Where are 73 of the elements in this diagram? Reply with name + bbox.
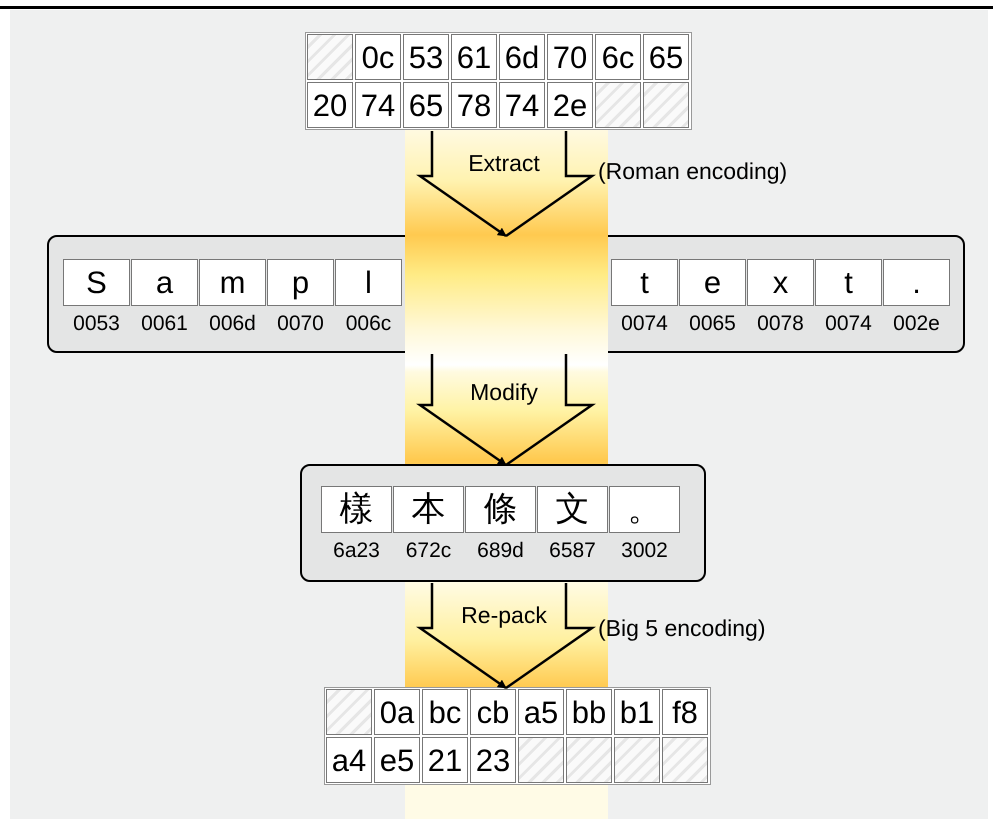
character: a: [156, 267, 174, 298]
code-point: 002e: [892, 313, 941, 334]
empty-cell: [595, 82, 641, 128]
byte-cell: b1: [614, 689, 660, 735]
byte-cell: 20: [307, 82, 353, 128]
text-box: [300, 464, 706, 582]
encoding-note: (Big 5 encoding): [598, 617, 766, 640]
code-point: 0074: [824, 313, 873, 334]
byte-cell: a5: [518, 689, 564, 735]
empty-cell: [614, 737, 660, 783]
byte-cell: 74: [499, 82, 545, 128]
empty-cell: [518, 737, 564, 783]
empty-cell: [662, 737, 708, 783]
character: 本: [412, 492, 446, 526]
encoding-note: (Roman encoding): [598, 160, 788, 183]
block-arrow: [416, 352, 596, 466]
byte-cell: 21: [422, 737, 468, 783]
byte-cell: e5: [374, 737, 420, 783]
code-point: 0065: [688, 313, 737, 334]
byte-cell: bb: [566, 689, 612, 735]
code-point: 3002: [620, 540, 669, 561]
character: 文: [556, 492, 590, 526]
edge-label: Re-pack: [461, 604, 547, 627]
byte-cell: bc: [422, 689, 468, 735]
character: l: [365, 267, 372, 298]
character: .: [912, 267, 921, 298]
character: 樣: [340, 492, 374, 526]
byte-cell: 0c: [355, 34, 401, 80]
block-arrow: [416, 130, 596, 238]
byte-cell: 65: [643, 34, 689, 80]
byte-cell: f8: [662, 689, 708, 735]
byte-cell: cb: [470, 689, 516, 735]
code-point: 0074: [620, 313, 669, 334]
edge-label: Modify: [470, 381, 538, 404]
empty-cell: [326, 689, 372, 735]
character: m: [220, 267, 246, 298]
byte-cell: 2e: [547, 82, 593, 128]
character: t: [844, 267, 853, 298]
byte-cell: 74: [355, 82, 401, 128]
byte-cell: 78: [451, 82, 497, 128]
byte-cell: 23: [470, 737, 516, 783]
code-point: 0070: [276, 313, 325, 334]
character: t: [640, 267, 649, 298]
character: S: [86, 267, 107, 298]
code-point: 0061: [140, 313, 189, 334]
code-point: 6a23: [332, 540, 381, 561]
byte-cell: 70: [547, 34, 593, 80]
code-point: 6587: [548, 540, 597, 561]
byte-grid: [324, 687, 711, 785]
byte-cell: 61: [451, 34, 497, 80]
empty-cell: [566, 737, 612, 783]
empty-cell: [643, 82, 689, 128]
character: x: [772, 267, 788, 298]
code-point: 689d: [476, 540, 525, 561]
character: 條: [484, 492, 518, 526]
byte-cell: a4: [326, 737, 372, 783]
byte-cell: 6d: [499, 34, 545, 80]
character: p: [292, 267, 310, 298]
character: 。: [628, 492, 662, 526]
block-arrow: [416, 582, 596, 690]
character: e: [704, 267, 722, 298]
edge-label: Extract: [468, 152, 540, 175]
code-point: 006c: [344, 313, 392, 334]
byte-grid: [305, 32, 692, 130]
code-point: 0078: [756, 313, 805, 334]
code-point: 006d: [208, 313, 257, 334]
byte-cell: 65: [403, 82, 449, 128]
code-point: 672c: [404, 540, 452, 561]
empty-cell: [307, 34, 353, 80]
byte-cell: 6c: [595, 34, 641, 80]
code-point: 0053: [72, 313, 121, 334]
byte-cell: 53: [403, 34, 449, 80]
byte-cell: 0a: [374, 689, 420, 735]
